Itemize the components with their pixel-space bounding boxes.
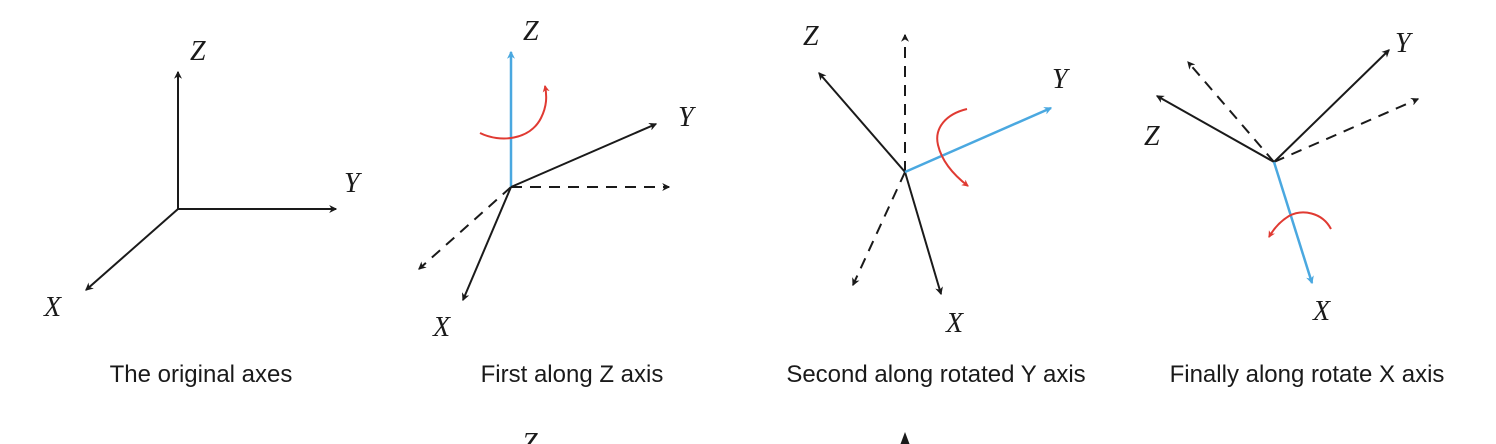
panel-caption: Second along rotated Y axis [786,361,1085,388]
x-axis-arrow [461,186,512,302]
z-axis-label: Z [803,21,819,52]
panel-caption: Finally along rotate X axis [1170,361,1445,388]
y-axis-rotation-arrow [904,106,1053,174]
z-axis-label: Z [523,16,539,47]
panel-second-y-rotation: Z Y X Second along rotated Y axis [786,21,1085,388]
z-axis-arrow [1155,95,1275,163]
previous-x-axis-dashed [418,186,512,270]
panel-caption: The original axes [110,361,293,388]
previous-z-axis-dashed [1187,61,1275,163]
x-axis-label: X [432,312,451,343]
x-axis-label: X [1312,296,1331,327]
x-axis-label: X [43,292,62,323]
panel-caption: First along Z axis [481,361,664,388]
x-axis-label: X [945,308,964,339]
y-axis-arrow [510,123,658,188]
panel-final-x-rotation: Z Y X Finally along rotate X axis [1144,28,1444,388]
panel-first-z-rotation: Z Y X First along Z axis [418,16,697,388]
y-axis-label: Y [1052,64,1071,95]
x-axis-rotation-arrow [1272,161,1314,285]
rotation-direction-arrow [1268,211,1332,238]
y-axis-label: Y [1395,28,1414,59]
y-axis-label: Y [678,102,697,133]
partial-bottom-row: Z [522,428,910,444]
previous-x-axis-dashed [852,171,906,287]
y-axis-arrow [1273,49,1390,163]
panel-original-axes: Z Y X The original axes [43,36,363,388]
partial-axis-arrowhead [900,432,910,444]
rotation-direction-arrow [936,108,969,187]
z-axis-label: Z [522,428,538,444]
z-axis-label: Z [190,36,206,67]
x-axis-arrow [85,208,179,291]
z-axis-arrow [818,72,906,173]
previous-y-axis-dashed [1273,98,1420,163]
x-axis-arrow [904,171,943,296]
rotation-direction-arrow [479,84,550,140]
y-axis-label: Y [344,168,363,199]
z-axis-label: Z [1144,121,1160,152]
